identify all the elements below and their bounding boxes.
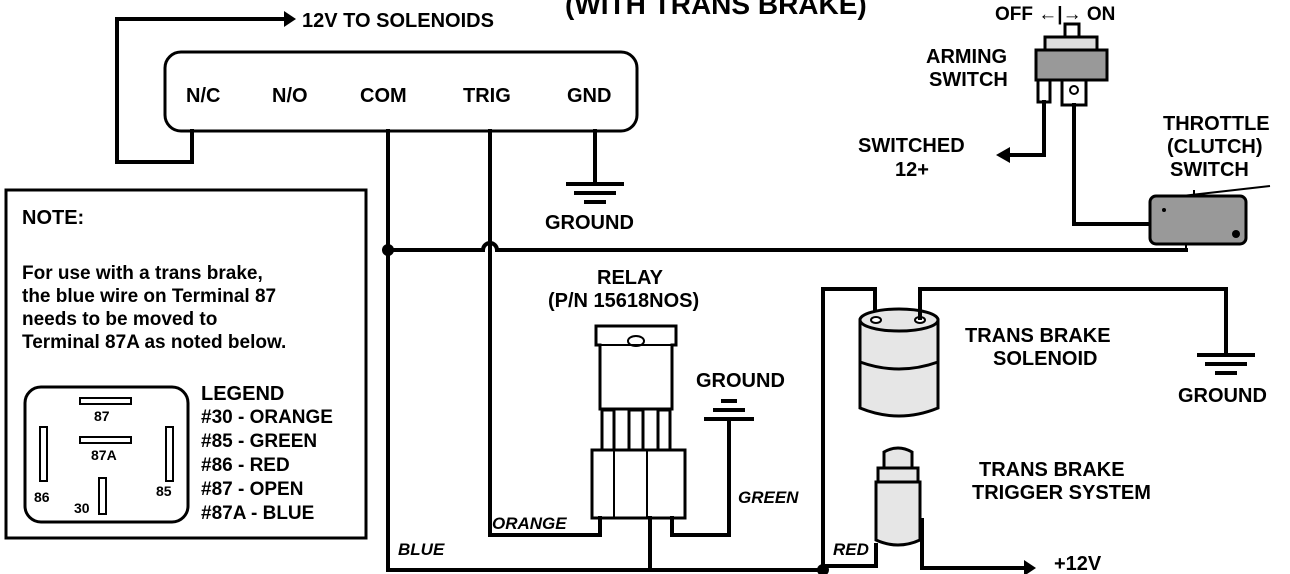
green-wire [670, 417, 731, 537]
legend-item: #86 - RED [201, 455, 290, 476]
pin-85-label: 85 [156, 483, 172, 499]
solenoid-title: TRANS BRAKE [965, 325, 1111, 347]
note-line: the blue wire on Terminal 87 [22, 286, 276, 307]
solenoid-ground-symbol [1197, 353, 1255, 375]
blue-wire [386, 129, 652, 572]
relay-body-top [594, 324, 678, 411]
switched-label: SWITCHED [858, 135, 965, 157]
pin-87-label: 87 [94, 408, 110, 424]
arming-switch-label: ARMING [926, 46, 1007, 68]
note-panel: NOTE: For use with a trans brake, the bl… [4, 188, 368, 540]
switched-output-wire [1006, 100, 1046, 157]
controller-unit: N/C N/O COM TRIG GND [163, 50, 639, 133]
relay-ground-label: GROUND [696, 370, 785, 392]
legend-title: LEGEND [201, 383, 284, 405]
legend-item: #85 - GREEN [201, 431, 317, 452]
orange-wire-label: ORANGE [492, 514, 567, 533]
arming-switch-label: SWITCH [929, 69, 1008, 91]
throttle-bus-wire [386, 241, 1188, 252]
trigger-title: TRANS BRAKE [979, 459, 1125, 481]
relay-socket [590, 448, 687, 520]
legend-item: #87 - OPEN [201, 479, 303, 500]
terminal-trig: TRIG [463, 85, 511, 107]
solenoid-output-wire [115, 17, 287, 164]
trigger-supply-wire [920, 518, 1027, 570]
note-line: needs to be moved to [22, 309, 217, 330]
controller-ground-symbol [566, 182, 624, 204]
relay-part-number: (P/N 15618NOS) [548, 290, 699, 312]
pin-87a-label: 87A [91, 447, 117, 463]
trans-brake-solenoid [858, 307, 940, 418]
trigger-supply-label: +12V [1054, 553, 1102, 574]
solenoid-ground-label: GROUND [1178, 385, 1267, 407]
terminal-no: N/O [272, 85, 308, 107]
legend-item: #87A - BLUE [201, 503, 314, 524]
red-wire-solenoid [821, 287, 877, 572]
relay-component [590, 324, 687, 520]
blue-wire-label: BLUE [398, 540, 445, 559]
note-heading: NOTE: [22, 207, 84, 229]
throttle-switch-label: SWITCH [1170, 159, 1249, 181]
throttle-switch-label: THROTTLE [1163, 113, 1270, 135]
red-wire-trigger [821, 543, 878, 568]
green-wire-label: GREEN [738, 488, 799, 507]
switched-output-arrow [996, 147, 1010, 163]
arming-to-throttle-wire [1072, 103, 1152, 226]
terminal-gnd: GND [567, 85, 611, 107]
relay-pinout-box [23, 385, 190, 524]
pin-86-label: 86 [34, 489, 50, 505]
arming-off-on-label: OFF ←|→ ON [995, 4, 1115, 25]
controller-box [163, 50, 639, 133]
solenoid-ground-wire [918, 287, 1228, 357]
solenoid-subtitle: SOLENOID [993, 348, 1097, 370]
solenoid-output-label: 12V TO SOLENOIDS [302, 10, 494, 32]
legend-item: #30 - ORANGE [201, 407, 333, 428]
controller-ground-label: GROUND [545, 212, 634, 234]
note-line: Terminal 87A as noted below. [22, 332, 286, 353]
throttle-switch [1148, 185, 1271, 246]
pin-30-label: 30 [74, 500, 90, 516]
orange-wire [488, 129, 598, 537]
terminal-nc: N/C [186, 85, 220, 107]
switched-label: 12+ [895, 159, 929, 181]
relay-ground-symbol [704, 399, 754, 421]
relay-title: RELAY [597, 267, 664, 289]
arming-switch [1034, 22, 1109, 107]
throttle-switch-label: (CLUTCH) [1167, 136, 1263, 158]
note-line: For use with a trans brake, [22, 263, 263, 284]
diagram-title: (WITH TRANS BRAKE) [565, 0, 867, 20]
relay-red-lead [648, 516, 826, 572]
solenoid-output-arrow [284, 11, 296, 27]
red-wire-label: RED [833, 540, 869, 559]
trigger-supply-arrow [1024, 560, 1036, 574]
terminal-com: COM [360, 85, 407, 107]
trans-brake-trigger [874, 446, 922, 547]
trigger-subtitle: TRIGGER SYSTEM [972, 482, 1151, 504]
